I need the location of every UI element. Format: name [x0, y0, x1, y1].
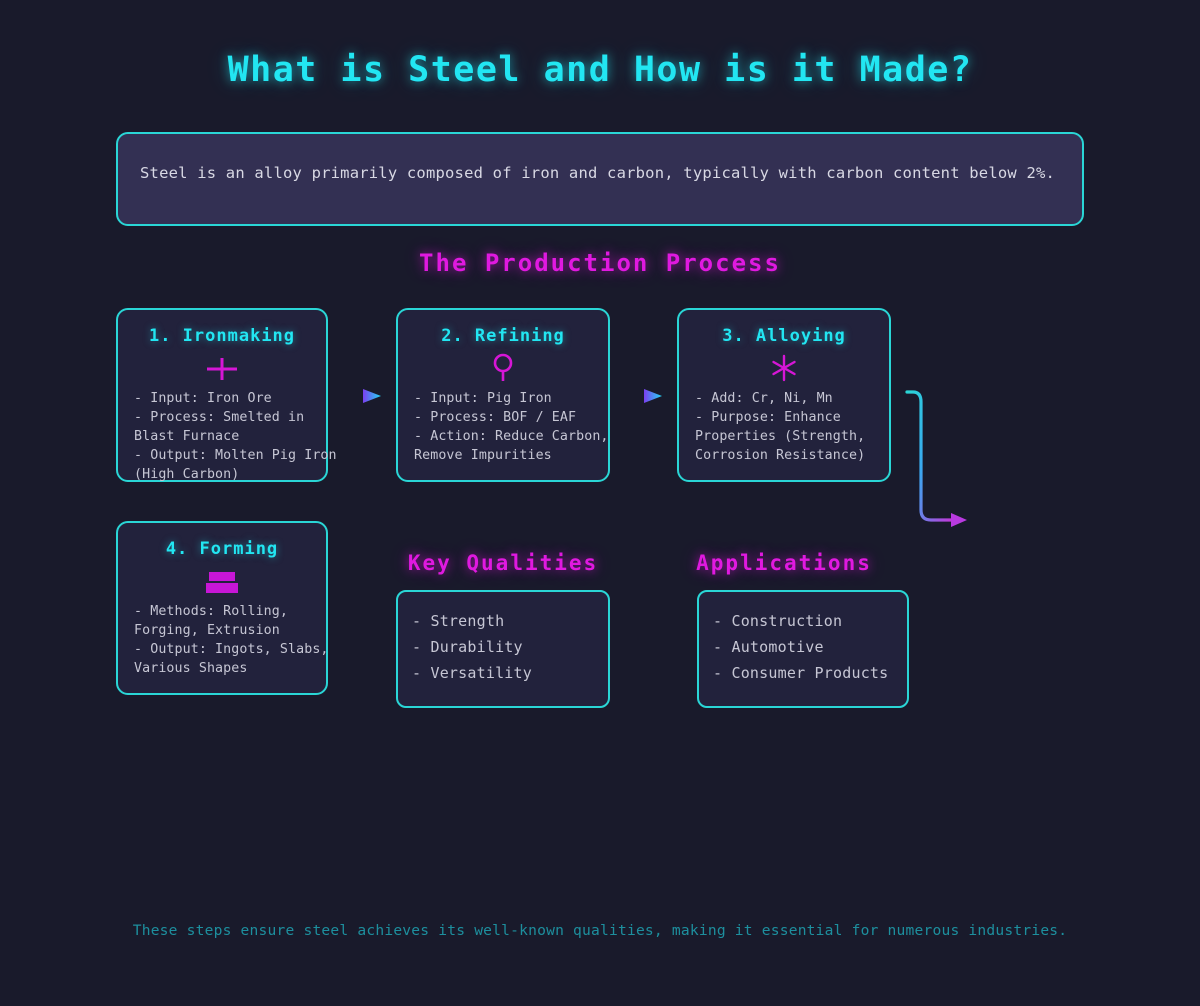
applications-heading: Applications — [696, 551, 872, 575]
list-item: - Versatility — [412, 664, 532, 682]
process-step-card-refining: 2. Refining - Input: Pig Iron - Process:… — [396, 308, 610, 482]
list-item: - Strength — [412, 612, 505, 630]
applications-box: - Construction - Automotive - Consumer P… — [697, 590, 909, 708]
process-step-body: - Input: Pig Iron - Process: BOF / EAF -… — [414, 391, 609, 463]
list-item: - Construction — [713, 612, 843, 630]
process-step-body: - Input: Iron Ore - Process: Smelted in … — [134, 391, 337, 482]
key-qualities-heading: Key Qualities — [407, 551, 599, 575]
key-qualities-box: - Strength - Durability - Versatility — [396, 590, 610, 708]
intro-definition-box: Steel is an alloy primarily composed of … — [116, 132, 1084, 226]
stacked-bars-icon — [134, 564, 310, 598]
intro-definition-text: Steel is an alloy primarily composed of … — [140, 164, 1056, 182]
plus-cross-icon — [134, 351, 310, 385]
process-step-card-ironmaking: 1. Ironmaking - Input: Iron Ore - Proces… — [116, 308, 337, 482]
process-step-title: 2. Refining — [441, 326, 565, 346]
process-step-card-forming: 4. Forming - Methods: Rolling, Forging, … — [116, 521, 328, 695]
list-item: - Consumer Products — [713, 664, 889, 682]
footer-note: These steps ensure steel achieves its we… — [132, 922, 1068, 939]
process-loop-connector-arrow — [885, 378, 985, 538]
list-item: - Automotive — [713, 638, 824, 656]
production-process-heading: The Production Process — [419, 249, 781, 277]
list-item: - Durability — [412, 638, 523, 656]
step-arrow-icon — [641, 384, 675, 408]
process-step-title: 1. Ironmaking — [148, 326, 296, 346]
process-step-title: 3. Alloying — [722, 326, 846, 346]
magnifier-icon — [414, 351, 592, 385]
process-step-body: - Methods: Rolling, Forging, Extrusion -… — [134, 604, 329, 676]
page-title: What is Steel and How is it Made? — [227, 50, 973, 90]
process-step-title: 4. Forming — [165, 539, 279, 559]
sparkle-asterisk-icon — [695, 351, 873, 385]
process-step-body: - Add: Cr, Ni, Mn - Purpose: Enhance Pro… — [695, 391, 866, 463]
step-arrow-icon — [360, 384, 394, 408]
process-step-card-alloying: 3. Alloying - Add: Cr, Ni, Mn - Purpose:… — [677, 308, 891, 482]
